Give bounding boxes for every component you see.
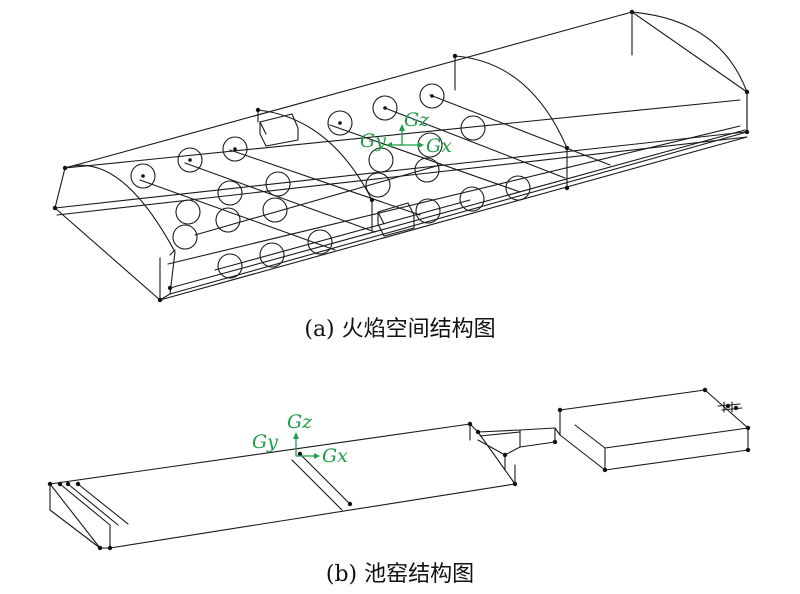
burner-circles [130, 83, 531, 279]
flame-space-front-crown [64, 164, 176, 295]
tank-outline [49, 423, 516, 549]
tank-section-lines [49, 423, 516, 549]
flame-space-nodes [52, 9, 750, 303]
axes-a: Gz Gy Gx [360, 109, 452, 157]
axis-a-y-label: Gy [360, 130, 386, 152]
tank-furnace-diagram: Gz Gy Gx [47, 387, 751, 551]
tank-working-end [554, 389, 749, 471]
flame-space-mid-arcs [169, 55, 568, 256]
flame-space-port-left [259, 113, 299, 147]
tank-nodes [47, 387, 751, 551]
axis-b-x-label: Gx [322, 445, 348, 467]
flame-space-rails [139, 94, 611, 271]
flame-space-end-crown [631, 11, 748, 93]
flame-space-back-edges [159, 125, 748, 301]
axes-b: Gz Gy Gx [252, 411, 348, 467]
axis-a-z-label: Gz [404, 109, 430, 131]
flame-space-outline [54, 11, 748, 301]
flame-space-diagram: Gz Gy Gx [52, 9, 750, 303]
axis-b-z-label: Gz [287, 411, 313, 433]
flame-space-sections [159, 11, 748, 301]
axis-b-y-label: Gy [252, 431, 278, 453]
flame-space-port-right [377, 202, 415, 237]
caption-tank-furnace: (b) 池窑结构图 [325, 562, 475, 587]
caption-flame-space: (a) 火焰空间结构图 [304, 317, 496, 342]
tank-working-end-feeder [717, 401, 743, 413]
tank-throat [477, 427, 556, 471]
axis-a-x-label: Gx [426, 135, 452, 157]
